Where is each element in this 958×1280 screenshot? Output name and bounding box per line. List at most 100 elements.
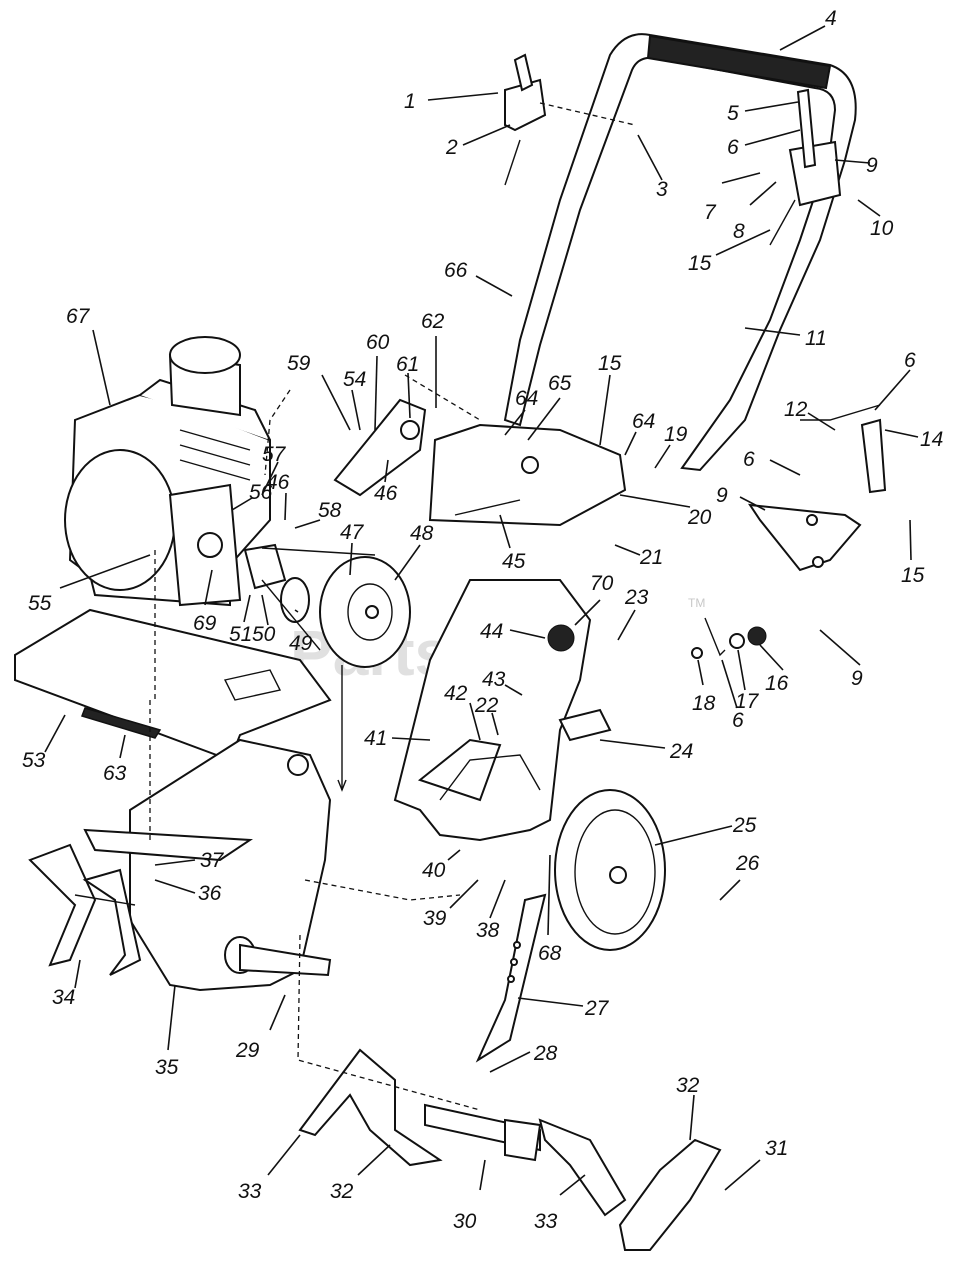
callout-30: 30 <box>453 1159 486 1233</box>
svg-text:17: 17 <box>735 690 760 713</box>
svg-text:6: 6 <box>904 349 916 372</box>
engine <box>64 336 271 607</box>
callout-58: 58 <box>294 499 342 529</box>
svg-text:20: 20 <box>687 506 712 529</box>
svg-text:23: 23 <box>624 586 649 609</box>
callout-5: 5 <box>727 101 799 125</box>
svg-text:27: 27 <box>584 997 610 1020</box>
callout-19: 19 <box>654 423 688 469</box>
callout-25: 25 <box>654 814 757 846</box>
bottom-tines <box>298 1048 722 1251</box>
callout-21: 21 <box>614 544 663 569</box>
svg-text:30: 30 <box>453 1210 477 1233</box>
svg-text:5: 5 <box>727 102 739 125</box>
assembly-lines <box>149 102 636 1111</box>
svg-text:9: 9 <box>866 154 878 177</box>
callout-35: 35 <box>155 984 179 1079</box>
svg-text:58: 58 <box>318 499 342 522</box>
svg-text:18: 18 <box>692 692 716 715</box>
callout-49: 49 <box>289 609 313 655</box>
callout-37: 37 <box>154 849 225 872</box>
svg-text:6: 6 <box>743 448 755 471</box>
callout-48: 48 <box>394 522 434 581</box>
callout-33-b: 33 <box>534 1174 586 1233</box>
svg-text:50: 50 <box>252 623 276 646</box>
svg-text:37: 37 <box>200 849 225 872</box>
svg-text:6: 6 <box>727 136 739 159</box>
callout-6-d: 6 <box>721 659 744 732</box>
svg-text:33: 33 <box>534 1210 558 1233</box>
callout-62: 62 <box>421 310 445 408</box>
left-tines <box>28 843 142 976</box>
callout-9-c: 9 <box>819 629 863 690</box>
callout-70: 70 <box>574 572 614 626</box>
callout-33-a: 33 <box>238 1134 301 1203</box>
svg-text:7: 7 <box>704 201 717 224</box>
svg-text:21: 21 <box>639 546 663 569</box>
svg-text:24: 24 <box>669 740 693 763</box>
callout-53: 53 <box>22 714 66 772</box>
callout-23: 23 <box>617 586 649 641</box>
svg-text:14: 14 <box>920 428 943 451</box>
svg-text:67: 67 <box>66 305 91 328</box>
callout-41: 41 <box>364 727 431 750</box>
callout-15-b: 15 <box>598 352 622 446</box>
callout-8: 8 <box>733 181 777 243</box>
svg-text:4: 4 <box>825 7 837 30</box>
callout-32-a: 32 <box>676 1074 700 1141</box>
callout-31: 31 <box>724 1137 788 1191</box>
svg-text:3: 3 <box>656 178 668 201</box>
callout-17: 17 <box>735 649 760 713</box>
callout-9-a: 9 <box>834 154 878 177</box>
callout-61: 61 <box>396 353 419 419</box>
callout-6-c: 6 <box>743 448 801 476</box>
svg-text:65: 65 <box>548 372 572 395</box>
svg-text:47: 47 <box>340 521 365 544</box>
svg-text:55: 55 <box>28 592 52 615</box>
svg-text:61: 61 <box>396 353 419 376</box>
svg-text:45: 45 <box>502 550 526 573</box>
callout-6-b: 6 <box>874 349 916 411</box>
svg-text:54: 54 <box>343 368 366 391</box>
callout-12: 12 <box>784 398 836 431</box>
callout-55: 55 <box>28 554 151 615</box>
callout-10: 10 <box>857 199 894 240</box>
callout-67: 67 <box>66 305 111 406</box>
svg-text:59: 59 <box>287 352 311 375</box>
callout-27: 27 <box>517 997 610 1020</box>
callout-69: 69 <box>193 569 217 635</box>
callout-11: 11 <box>744 327 827 350</box>
callout-50: 50 <box>252 594 276 646</box>
svg-text:44: 44 <box>480 620 503 643</box>
callout-42: 42 <box>444 682 481 741</box>
callout-4: 4 <box>779 7 837 51</box>
svg-text:15: 15 <box>901 564 925 587</box>
svg-text:39: 39 <box>423 907 447 930</box>
svg-text:69: 69 <box>193 612 217 635</box>
callout-64-a: 64 <box>504 387 538 436</box>
svg-text:11: 11 <box>805 327 827 350</box>
callout-29: 29 <box>235 994 286 1062</box>
callout-20: 20 <box>619 494 712 529</box>
callout-43: 43 <box>482 668 523 696</box>
svg-text:57: 57 <box>262 443 287 466</box>
callout-66: 66 <box>444 259 513 297</box>
callout-44: 44 <box>480 620 546 643</box>
callout-2: 2 <box>445 124 511 159</box>
svg-text:70: 70 <box>590 572 614 595</box>
wheel <box>554 789 666 951</box>
svg-text:32: 32 <box>330 1180 354 1203</box>
idler-arm <box>333 398 427 497</box>
svg-text:46: 46 <box>266 471 290 494</box>
depth-bar <box>475 893 547 1063</box>
svg-text:51: 51 <box>229 623 252 646</box>
callout-9-b: 9 <box>716 484 766 511</box>
svg-text:48: 48 <box>410 522 434 545</box>
callout-15-c: 15 <box>901 519 925 587</box>
svg-text:64: 64 <box>515 387 538 410</box>
svg-text:10: 10 <box>870 217 894 240</box>
svg-text:1: 1 <box>404 90 416 113</box>
svg-text:6: 6 <box>732 709 744 732</box>
svg-text:35: 35 <box>155 1056 179 1079</box>
